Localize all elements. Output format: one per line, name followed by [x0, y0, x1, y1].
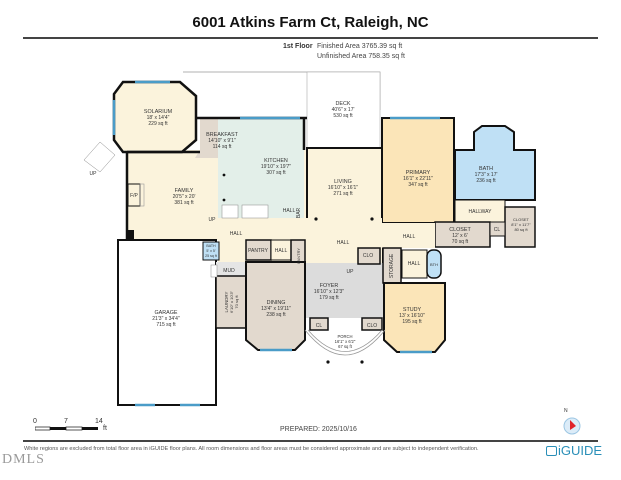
- svg-text:14'10" x 9'1": 14'10" x 9'1": [208, 138, 236, 144]
- hall-label: HALL: [230, 231, 243, 237]
- svg-text:16'10" x 16'1": 16'10" x 16'1": [328, 185, 358, 191]
- svg-text:PANTRY: PANTRY: [296, 248, 301, 264]
- svg-text:179 sq ft: 179 sq ft: [319, 295, 339, 301]
- room-name-study: STUDY: [403, 307, 422, 313]
- svg-text:80 sq ft: 80 sq ft: [514, 227, 528, 232]
- svg-text:381 sq ft: 381 sq ft: [174, 200, 194, 206]
- svg-text:715 sq ft: 715 sq ft: [156, 322, 176, 328]
- unfinished-area: Unfinished Area 758.35 sq ft: [317, 53, 405, 60]
- svg-text:HALL: HALL: [275, 248, 288, 254]
- svg-text:HALL: HALL: [283, 208, 296, 214]
- bar-label: BAR: [296, 207, 302, 218]
- room-name-dining: DINING: [267, 300, 286, 306]
- svg-text:HALL: HALL: [403, 234, 416, 240]
- disclaimer: White regions are excluded from total fl…: [24, 446, 479, 452]
- svg-text:13'4" x 19'11": 13'4" x 19'11": [261, 306, 291, 312]
- hallway-label: HALLWAY: [469, 209, 493, 215]
- svg-text:40'6" x 17': 40'6" x 17': [332, 107, 355, 113]
- svg-text:70 sq ft: 70 sq ft: [452, 239, 469, 245]
- mls-watermark: DMLS: [2, 452, 45, 467]
- svg-text:UP: UP: [209, 217, 217, 223]
- room-name-breakfast: BREAKFAST: [206, 132, 238, 138]
- svg-text:16'10" x 12'3": 16'10" x 12'3": [314, 289, 344, 295]
- iguide-logo: iGUIDE: [546, 443, 602, 458]
- scale-0: 0: [33, 418, 37, 425]
- clo-label: CLO: [363, 253, 373, 259]
- compass-icon: N: [563, 408, 581, 435]
- room-name-family: FAMILY: [175, 188, 194, 194]
- pantry-label: PANTRY: [248, 248, 268, 254]
- iguide-icon: [546, 446, 557, 456]
- bth-label: BTH: [430, 262, 438, 267]
- room-name-laundry: LAUNDRY: [224, 291, 229, 312]
- svg-text:195 sq ft: 195 sq ft: [402, 319, 422, 325]
- room-name-kitchen: KITCHEN: [264, 158, 288, 164]
- svg-text:HALL: HALL: [408, 261, 421, 267]
- room-name-bath-primary: BATH: [479, 166, 493, 172]
- room-name-closet-b: CLOSET: [513, 217, 530, 222]
- svg-text:229 sq ft: 229 sq ft: [148, 121, 168, 127]
- svg-text:19'10" x 19'7": 19'10" x 19'7": [261, 164, 291, 170]
- floor-label: 1st Floor: [283, 43, 313, 50]
- mud-label: MUD: [223, 268, 235, 274]
- room-name-deck: DECK: [336, 101, 351, 107]
- svg-text:271 sq ft: 271 sq ft: [333, 191, 353, 197]
- scale-14: 14: [95, 418, 103, 425]
- svg-text:18' x 14'4": 18' x 14'4": [147, 115, 170, 121]
- svg-text:70 sq ft: 70 sq ft: [234, 295, 239, 309]
- stair-up-label: UP: [90, 171, 98, 177]
- svg-text:114 sq ft: 114 sq ft: [213, 144, 232, 150]
- page-title: 6001 Atkins Farm Ct, Raleigh, NC: [192, 14, 429, 31]
- svg-text:530 sq ft: 530 sq ft: [333, 113, 353, 119]
- svg-text:6'10" x 10'3": 6'10" x 10'3": [229, 290, 234, 313]
- svg-text:12' x 6': 12' x 6': [452, 233, 468, 239]
- svg-text:13' x 16'10": 13' x 16'10": [399, 313, 425, 319]
- scale-7: 7: [64, 418, 68, 425]
- header-divider: [23, 37, 598, 39]
- svg-text:20'5" x 20': 20'5" x 20': [173, 194, 196, 200]
- svg-text:17'3" x 17': 17'3" x 17': [475, 172, 498, 178]
- footer-divider: [23, 440, 598, 442]
- room-name-garage: GARAGE: [154, 310, 177, 316]
- svg-text:CL: CL: [494, 227, 501, 233]
- room-name-bath-half: BATH: [206, 244, 216, 248]
- scale-unit: ft: [103, 425, 107, 432]
- svg-text:CLO: CLO: [367, 323, 377, 329]
- room-name-porch: PORCH: [337, 334, 352, 339]
- svg-text:5' x 5': 5' x 5': [206, 249, 215, 253]
- fireplace-label: F/P: [130, 193, 138, 199]
- svg-text:236 sq ft: 236 sq ft: [476, 178, 496, 184]
- svg-text:N: N: [564, 408, 568, 414]
- svg-text:67 sq ft: 67 sq ft: [338, 344, 353, 349]
- scale-bar: [35, 426, 98, 431]
- storage-label: STORAGE: [389, 253, 395, 278]
- room-name-solarium: SOLARIUM: [144, 109, 173, 115]
- svg-text:HALL: HALL: [337, 240, 350, 246]
- svg-text:16'1" x 22'11": 16'1" x 22'11": [403, 176, 433, 182]
- svg-text:21'3" x 34'4": 21'3" x 34'4": [152, 316, 180, 322]
- prepared-date: PREPARED: 2025/10/16: [280, 426, 357, 433]
- svg-text:UP: UP: [347, 269, 355, 275]
- finished-area: Finished Area 3765.39 sq ft: [317, 43, 403, 50]
- svg-text:25 sq ft: 25 sq ft: [205, 254, 217, 258]
- svg-text:238 sq ft: 238 sq ft: [266, 312, 286, 318]
- svg-text:8'1" x 11'7": 8'1" x 11'7": [511, 222, 531, 227]
- svg-text:347 sq ft: 347 sq ft: [408, 182, 428, 188]
- room-name-living: LIVING: [334, 179, 352, 185]
- svg-text:307 sq ft: 307 sq ft: [266, 170, 286, 176]
- room-name-primary: PRIMARY: [406, 170, 431, 176]
- room-name-foyer: FOYER: [320, 283, 339, 289]
- svg-text:16'1" x 6'2": 16'1" x 6'2": [335, 339, 356, 344]
- cl-label: CL: [316, 323, 323, 329]
- room-name-closet-a: CLOSET: [449, 227, 471, 233]
